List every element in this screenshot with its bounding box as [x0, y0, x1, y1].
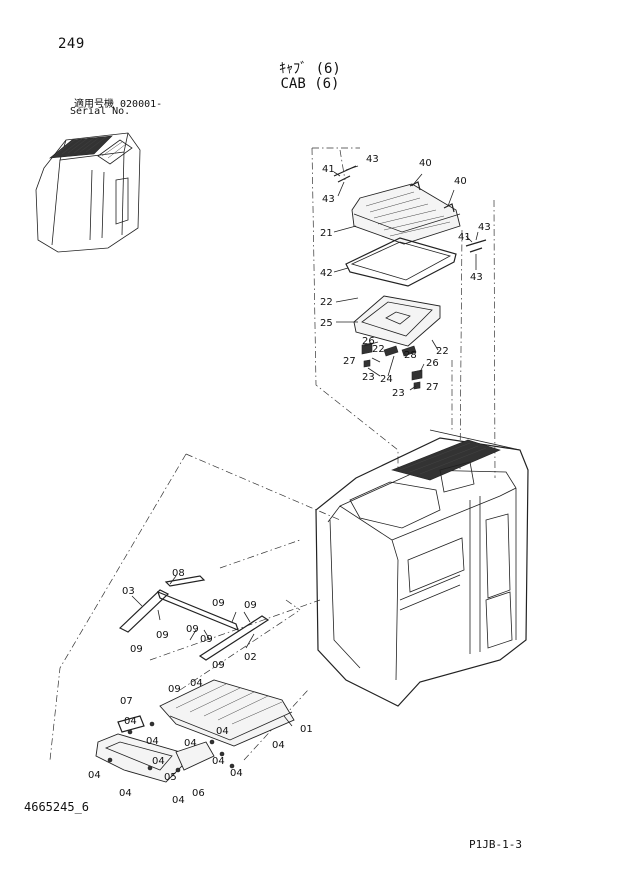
callout-label: 24 — [380, 374, 393, 385]
callout-label: 23 — [362, 372, 375, 383]
callout-label: 27 — [426, 382, 439, 393]
cab-thumbnail — [35, 132, 141, 253]
serial-label-jp: 適用号機 020001- — [74, 99, 163, 110]
callout-label: 09 — [212, 598, 225, 609]
callout-label: 04 — [146, 736, 159, 747]
callout-label: 25 — [320, 318, 333, 329]
callout-label: 04 — [272, 740, 285, 751]
callout-label: 41 — [458, 232, 471, 243]
callout-label: 43 — [478, 222, 491, 233]
callout-label: 05 — [164, 772, 177, 783]
headliner-group — [49, 453, 341, 783]
callout-label: 08 — [172, 568, 185, 579]
callout-label: 26 — [426, 358, 439, 369]
callout-label: 40 — [454, 176, 467, 187]
callout-label: 40 — [419, 158, 432, 169]
page-title-jp: ｷｬﾌﾞ (6) — [279, 61, 341, 77]
callout-label: 06 — [192, 788, 205, 799]
callout-label: 04 — [184, 738, 197, 749]
page-title: CAB (6) — [280, 76, 340, 92]
callout-label: 09 — [186, 624, 199, 635]
callout-label: 09 — [168, 684, 181, 695]
callout-label: 22 — [436, 346, 449, 357]
callout-labels: 43 41 43 40 40 21 41 43 43 42 22 25 22 2… — [88, 154, 491, 806]
document-id: 4665245_6 — [24, 800, 90, 814]
callout-label: 04 — [216, 726, 229, 737]
callout-label: 28 — [404, 350, 417, 361]
callout-label: 04 — [152, 756, 165, 767]
callout-label: 09 — [244, 600, 257, 611]
callout-label: 43 — [322, 194, 335, 205]
callout-label: 04 — [190, 678, 203, 689]
callout-label: 03 — [122, 586, 135, 597]
callout-label: 26 — [362, 336, 375, 347]
page-code: P1JB-1-3 — [469, 838, 522, 851]
callout-label: 09 — [130, 644, 143, 655]
callout-label: 41 — [322, 164, 335, 175]
callout-label: 04 — [124, 716, 137, 727]
callout-label: 22 — [320, 297, 333, 308]
roof-window-group — [311, 147, 496, 479]
callout-label: 22 — [372, 344, 385, 355]
callout-label: 04 — [212, 756, 225, 767]
callout-label: 04 — [119, 788, 132, 799]
callout-label: 21 — [320, 228, 333, 239]
cab-body — [315, 429, 529, 707]
leader-lines — [131, 165, 479, 727]
callout-label: 23 — [392, 388, 405, 399]
callout-label: 27 — [343, 356, 356, 367]
callout-label: 02 — [244, 652, 257, 663]
callout-label: 43 — [470, 272, 483, 283]
page-number: 249 — [58, 36, 85, 52]
callout-label: 09 — [212, 660, 225, 671]
callout-label: 04 — [230, 768, 243, 779]
callout-label: 42 — [320, 268, 333, 279]
callout-label: 04 — [172, 795, 185, 806]
callout-label: 09 — [200, 634, 213, 645]
callout-label: 07 — [120, 696, 133, 707]
callout-label: 04 — [88, 770, 101, 781]
serial-label: Serial No. — [70, 106, 131, 117]
callout-label: 09 — [156, 630, 169, 641]
callout-label: 01 — [300, 724, 313, 735]
callout-label: 43 — [366, 154, 379, 165]
